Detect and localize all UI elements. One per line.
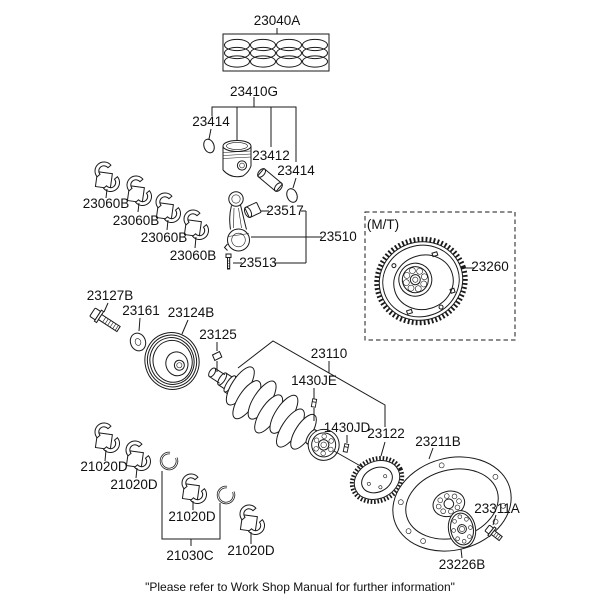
label-23510[interactable]: 23510 — [319, 229, 357, 244]
connecting-rod-drawing — [223, 191, 250, 252]
label-23110[interactable]: 23110 — [311, 346, 348, 361]
label-23060B-4[interactable]: 23060B — [170, 248, 217, 263]
crank-bolt-1430jd — [342, 435, 350, 453]
label-23226B[interactable]: 23226B — [439, 557, 486, 572]
crankshaft-leader-lines — [237, 340, 386, 427]
woodruff-key-drawing — [211, 342, 223, 372]
conrod-leader-lines — [233, 210, 322, 264]
label-23260[interactable]: 23260 — [471, 259, 509, 274]
label-21020D-1[interactable]: 21020D — [80, 459, 128, 474]
adapter-bolt-drawing — [484, 514, 503, 542]
conrod-bearing-icons — [91, 158, 212, 249]
main-bearing-icons — [91, 419, 268, 544]
label-23060B-2[interactable]: 23060B — [113, 213, 160, 228]
piston-pin-drawing — [257, 168, 283, 192]
mt-flywheel-box — [364, 211, 516, 341]
piston-ring-set-drawing — [222, 28, 330, 72]
label-23414-a[interactable]: 23414 — [192, 114, 230, 129]
label-23311A[interactable]: 23311A — [474, 501, 520, 516]
label-1430JD[interactable]: 1430JD — [324, 420, 371, 435]
adapter-plate-drawing — [447, 510, 477, 559]
label-23517[interactable]: 23517 — [266, 203, 304, 218]
label-21020D-2[interactable]: 21020D — [110, 477, 158, 492]
washer-drawing — [129, 317, 147, 352]
label-mt: (M/T) — [367, 217, 399, 232]
thrust-washer-group — [157, 450, 237, 546]
sensor-wheel-drawing — [333, 441, 405, 504]
label-23410G[interactable]: 23410G — [230, 84, 278, 99]
label-21030C[interactable]: 21030C — [166, 548, 214, 563]
label-23125[interactable]: 23125 — [199, 327, 237, 342]
label-23412[interactable]: 23412 — [252, 148, 290, 163]
damper-bolt-drawing — [89, 302, 121, 333]
pin-bushing-drawing — [243, 202, 262, 218]
label-23122[interactable]: 23122 — [367, 426, 405, 441]
label-23060B-1[interactable]: 23060B — [83, 196, 130, 211]
crank-bolt-1430je — [310, 388, 318, 421]
footer-note: "Please refer to Work Shop Manual for fu… — [145, 580, 455, 594]
piston-drawing — [222, 140, 252, 178]
label-23414-b[interactable]: 23414 — [277, 163, 315, 178]
label-23124B[interactable]: 23124B — [168, 305, 215, 320]
snap-ring-drawings — [203, 128, 298, 203]
flywheel-drawing — [374, 236, 468, 326]
piston-assy-bracket — [211, 97, 297, 162]
label-23060B-3[interactable]: 23060B — [141, 230, 188, 245]
label-1430JE[interactable]: 1430JE — [291, 373, 337, 388]
label-23040A[interactable]: 23040A — [254, 13, 301, 28]
label-23127B[interactable]: 23127B — [87, 288, 134, 303]
conrod-bolt-drawing — [225, 253, 232, 270]
damper-pulley-drawing — [144, 319, 200, 390]
label-23211B[interactable]: 23211B — [415, 434, 461, 449]
drive-plate-drawing — [392, 447, 512, 552]
label-23161[interactable]: 23161 — [122, 303, 160, 318]
label-21020D-3[interactable]: 21020D — [168, 509, 216, 524]
label-23513[interactable]: 23513 — [239, 255, 277, 270]
label-21020D-4[interactable]: 21020D — [227, 543, 275, 558]
crankshaft-drawing — [208, 366, 340, 461]
